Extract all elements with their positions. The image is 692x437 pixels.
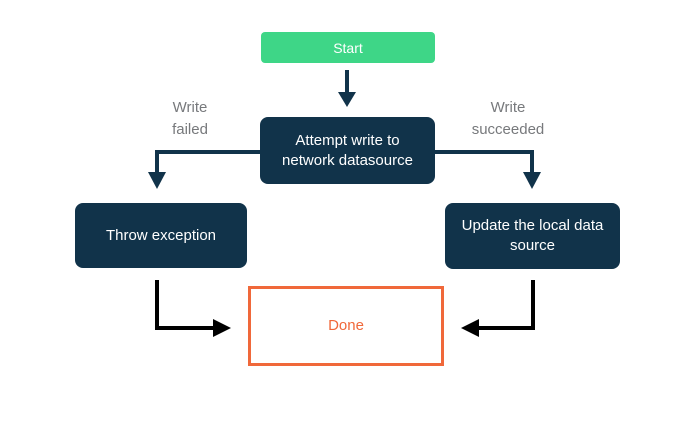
update-local-data-node-label: Update the local data source (461, 217, 604, 254)
arrowhead-down-icon (338, 92, 356, 107)
attempt-write-node: Attempt write to network datasource (260, 117, 435, 184)
arrow-shaft (478, 280, 535, 330)
arrow-shaft (435, 150, 534, 174)
done-node-label: Done (328, 317, 364, 334)
arrow-shaft (155, 150, 260, 174)
start-node-label: Start (333, 39, 363, 56)
arrow-start-to-attempt (338, 70, 356, 107)
attempt-write-node-label: Attempt write to network datasource (282, 131, 413, 169)
arrowhead-down-icon (523, 172, 541, 189)
throw-exception-node: Throw exception (75, 203, 247, 268)
update-local-data-node: Update the local data source (445, 203, 620, 269)
arrow-shaft (155, 280, 214, 330)
edge-label-write-succeeded: Write succeeded (471, 99, 545, 138)
arrowhead-down-icon (148, 172, 166, 189)
arrowhead-left-icon (461, 319, 479, 337)
start-node: Start (261, 32, 435, 63)
arrow-attempt-to-throw (148, 150, 260, 189)
arrow-attempt-to-update (435, 150, 541, 189)
arrowhead-right-icon (213, 319, 231, 337)
done-node: Done (248, 286, 444, 366)
arrow-update-to-done (461, 280, 535, 337)
arrow-throw-to-done (155, 280, 231, 337)
edge-label-write-failed: Write failed (172, 99, 208, 138)
throw-exception-node-label: Throw exception (105, 226, 217, 244)
